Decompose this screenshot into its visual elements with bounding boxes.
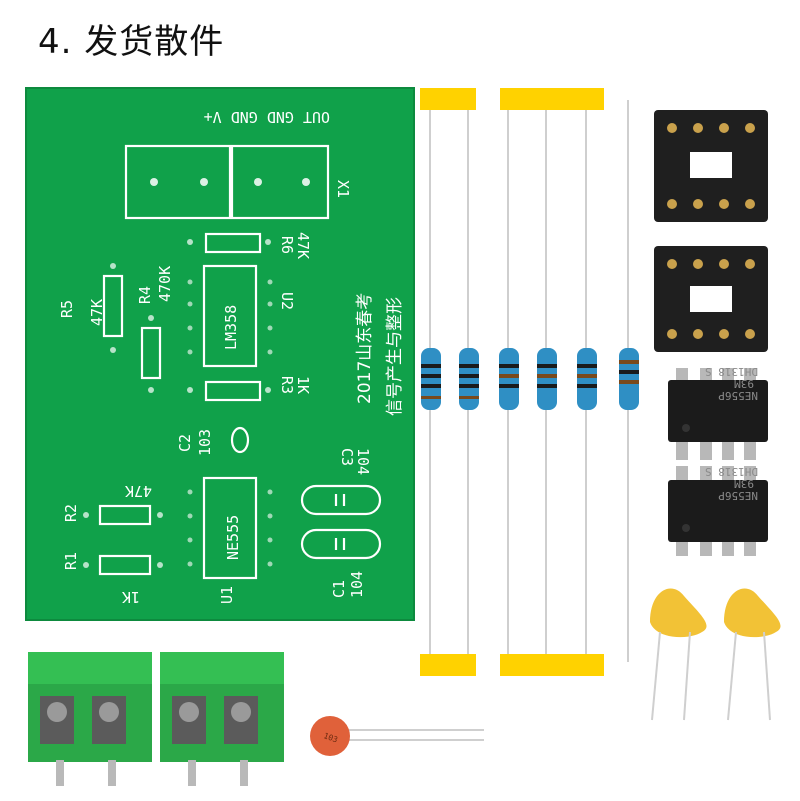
pcb-u2-label: U2 bbox=[278, 292, 296, 310]
pcb-r3-value: 1K bbox=[294, 376, 312, 394]
pcb-r4-label: R4 bbox=[136, 286, 154, 304]
pcb-r6-value: 47K bbox=[294, 232, 312, 259]
chip2-line1: NE556P bbox=[718, 489, 758, 502]
chip2-line3: DH1318 S bbox=[705, 465, 758, 478]
pcb-c3-label: C3 bbox=[338, 448, 356, 466]
pcb-credit-line2: 信号产生与整形 bbox=[385, 297, 405, 416]
chip1-line2: 93M bbox=[734, 377, 754, 390]
pcb-lm358-label: LM358 bbox=[222, 305, 240, 350]
pcb-c1-label: C1 bbox=[330, 580, 348, 598]
pcb-credit-line1: 2017山东春考 bbox=[355, 293, 375, 404]
yellow-capacitors bbox=[650, 588, 781, 721]
pcb-c1-value: 104 bbox=[348, 571, 366, 598]
ic-sockets bbox=[654, 110, 768, 352]
pcb-ne555-label: NE555 bbox=[224, 515, 242, 560]
pcb-r5-label: R5 bbox=[58, 300, 76, 318]
pcb-board: OUT GND GND V+ X1 R6 47K LM358 U2 bbox=[25, 87, 415, 621]
pcb-r4-value: 470K bbox=[156, 266, 174, 302]
pcb-r1-value: 1K bbox=[122, 588, 140, 606]
terminal-blocks bbox=[28, 652, 284, 786]
pcb-r2-value: 47K bbox=[125, 482, 152, 500]
pcb-u1-label: U1 bbox=[218, 586, 236, 604]
page-title: 4. 发货散件 bbox=[38, 22, 225, 62]
chip1-line3: DH1318 S bbox=[705, 365, 758, 378]
pcb-r3-label: R3 bbox=[278, 376, 296, 394]
ceramic-capacitor: 103 bbox=[310, 716, 484, 756]
ne556-chips: NE556P 93M DH1318 S NE556P 93M DH1318 S bbox=[668, 365, 768, 556]
pcb-c3-value: 104 bbox=[354, 448, 372, 475]
pcb-c2-label: C2 bbox=[176, 434, 194, 452]
pcb-r6-label: R6 bbox=[278, 236, 296, 254]
pcb-x1-label: X1 bbox=[334, 180, 352, 198]
pcb-r5-value: 47K bbox=[88, 299, 106, 326]
pcb-r2-label: R2 bbox=[62, 504, 80, 522]
pcb-c2-value: 103 bbox=[196, 429, 214, 456]
chip2-line2: 93M bbox=[734, 477, 754, 490]
pcb-r1-label: R1 bbox=[62, 552, 80, 570]
pcb-header-label: OUT GND GND V+ bbox=[204, 108, 330, 126]
resistor-strip bbox=[420, 88, 639, 676]
resistor-bodies bbox=[421, 348, 639, 410]
chip1-line1: NE556P bbox=[718, 389, 758, 402]
